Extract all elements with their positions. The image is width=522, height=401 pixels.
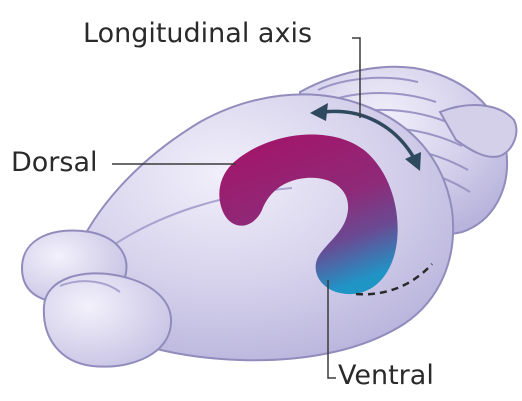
ventral-label: Ventral (338, 362, 434, 389)
dorsal-label: Dorsal (11, 149, 98, 176)
longitudinal-axis-label: Longitudinal axis (83, 20, 312, 47)
